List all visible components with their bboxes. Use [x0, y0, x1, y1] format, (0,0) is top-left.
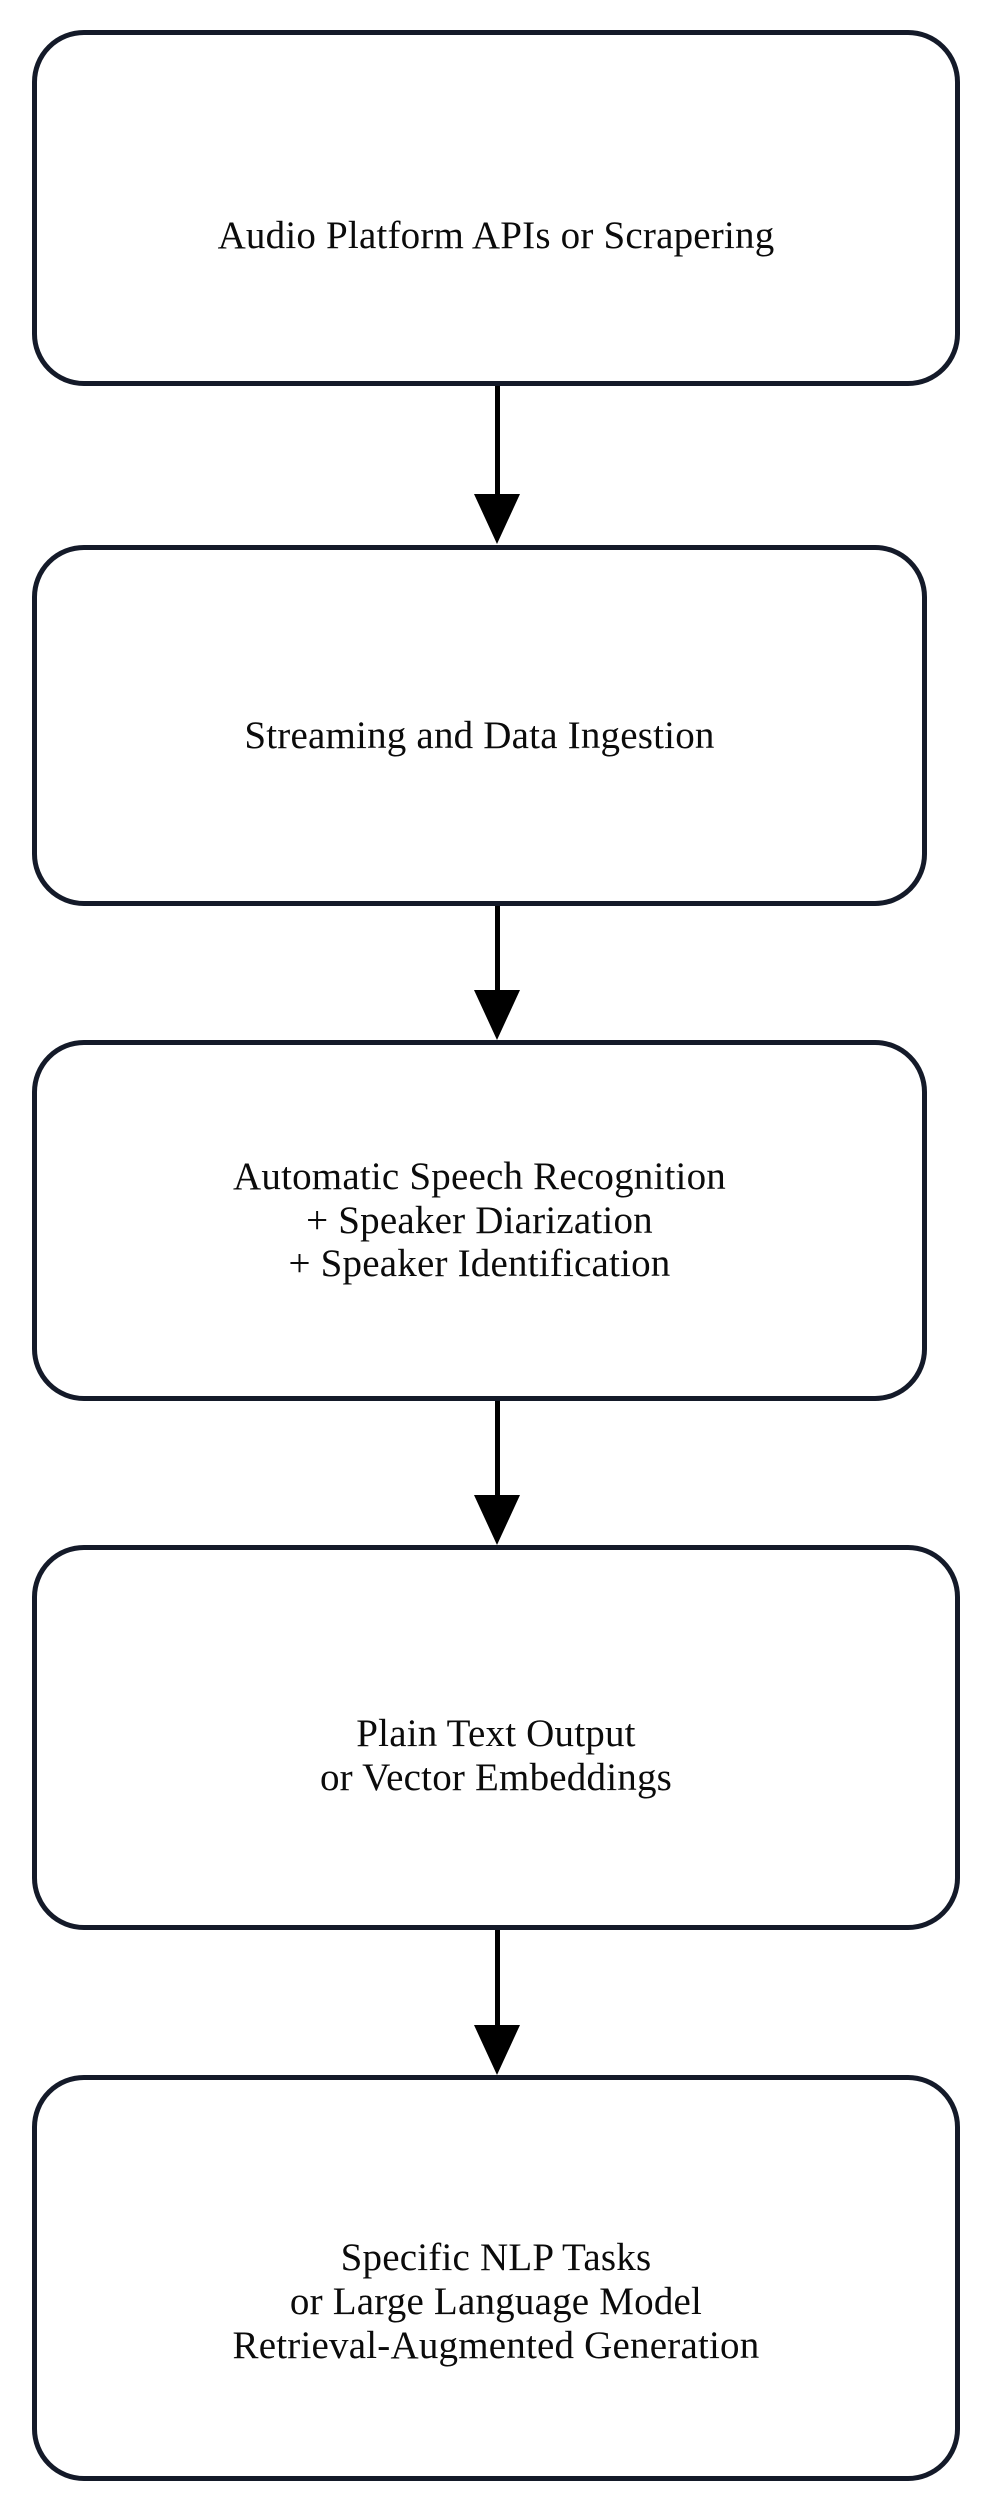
- arrow-head-icon: [474, 494, 520, 544]
- flow-node-streaming-data-ingestion[interactable]: Streaming and Data Ingestion: [32, 545, 927, 906]
- flow-node-nlp-tasks-or-llm-rag[interactable]: Specific NLP Tasks or Large Language Mod…: [32, 2075, 960, 2481]
- flow-node-asr-diarization-identification[interactable]: Automatic Speech Recognition + Speaker D…: [32, 1040, 927, 1401]
- arrow-shaft: [495, 1401, 500, 1497]
- flow-arrow-1: [0, 386, 985, 546]
- flow-arrow-4: [0, 1930, 985, 2076]
- arrow-shaft: [495, 1930, 500, 2027]
- flow-node-label: Streaming and Data Ingestion: [244, 713, 715, 757]
- flow-node-label: Audio Platform APIs or Scrapering: [217, 214, 775, 258]
- flow-node-label: Automatic Speech Recognition + Speaker D…: [233, 1154, 726, 1286]
- arrow-head-icon: [474, 2025, 520, 2075]
- flow-node-label: Specific NLP Tasks or Large Language Mod…: [232, 2236, 760, 2367]
- flow-arrow-2: [0, 906, 985, 1041]
- flow-node-label: Plain Text Output or Vector Embeddings: [319, 1711, 673, 1799]
- arrow-shaft: [495, 906, 500, 992]
- arrow-head-icon: [474, 990, 520, 1040]
- flow-node-audio-platform-apis[interactable]: Audio Platform APIs or Scrapering: [32, 30, 960, 386]
- flow-node-plain-text-or-embeddings[interactable]: Plain Text Output or Vector Embeddings: [32, 1545, 960, 1930]
- arrow-head-icon: [474, 1495, 520, 1545]
- arrow-shaft: [495, 386, 500, 496]
- flow-arrow-3: [0, 1401, 985, 1546]
